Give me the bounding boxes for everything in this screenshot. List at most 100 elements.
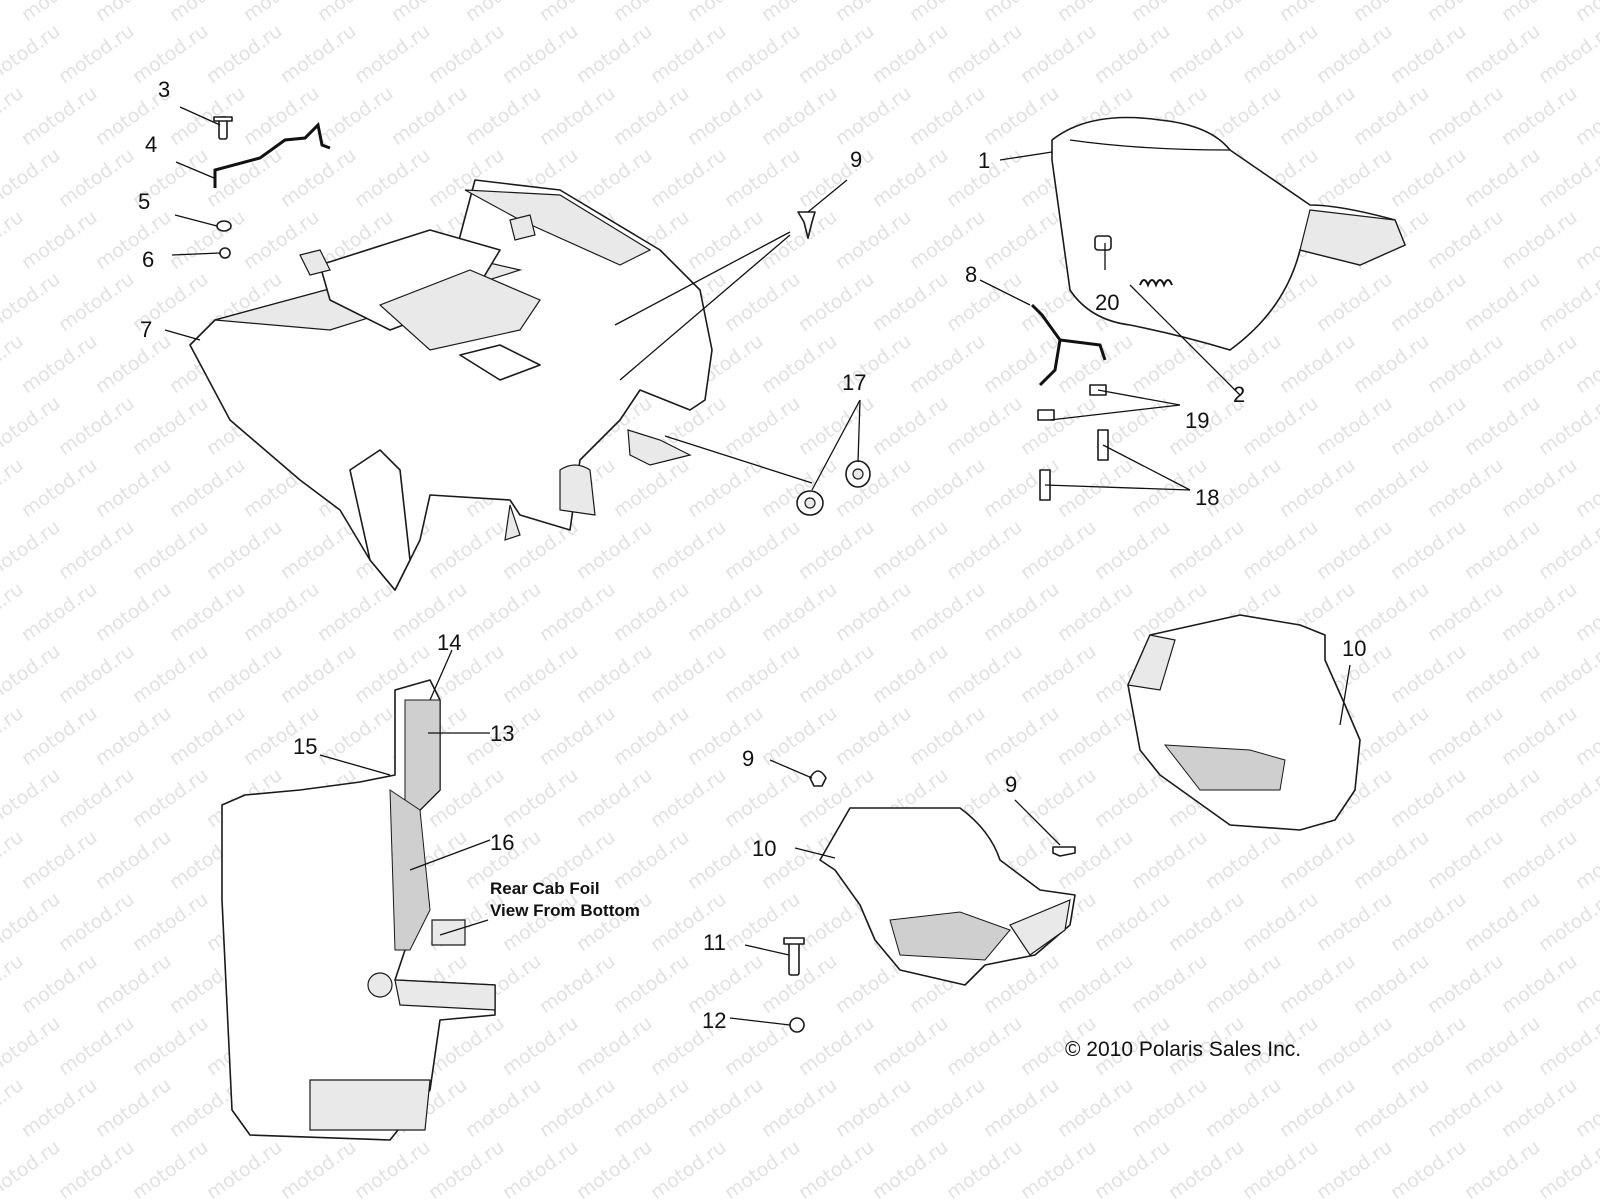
- watermark-text: motod.ru: [942, 20, 1026, 88]
- watermark-text: motod.ru: [1460, 764, 1544, 832]
- callout-10-right: 10: [1342, 636, 1366, 661]
- watermark-text: motod.ru: [831, 1074, 915, 1142]
- callout-13: 13: [490, 721, 514, 746]
- watermark-text: motod.ru: [794, 640, 878, 708]
- watermark-text: motod.ru: [17, 454, 101, 522]
- watermark-text: motod.ru: [1534, 1136, 1600, 1200]
- watermark-text: motod.ru: [572, 144, 656, 212]
- watermark-text: motod.ru: [794, 392, 878, 460]
- callout-9-right: 9: [1005, 772, 1017, 797]
- watermark-text: motod.ru: [1275, 1074, 1359, 1142]
- watermark-text: motod.ru: [905, 454, 989, 522]
- watermark-text: motod.ru: [1423, 578, 1507, 646]
- watermark-text: motod.ru: [1386, 640, 1470, 708]
- watermark-text: motod.ru: [979, 578, 1063, 646]
- watermark-text: motod.ru: [128, 764, 212, 832]
- watermark-text: motod.ru: [91, 330, 175, 398]
- watermark-text: motod.ru: [1349, 702, 1433, 770]
- seat-latch-part: [1030, 303, 1107, 387]
- watermark-text: motod.ru: [683, 0, 767, 26]
- watermark-text: motod.ru: [461, 1074, 545, 1142]
- watermark-text: motod.ru: [1497, 1074, 1581, 1142]
- watermark-text: motod.ru: [572, 20, 656, 88]
- watermark-text: motod.ru: [794, 144, 878, 212]
- watermark-text: motod.ru: [1016, 20, 1100, 88]
- watermark-text: motod.ru: [609, 82, 693, 150]
- watermark-text: motod.ru: [979, 1074, 1063, 1142]
- watermark-text: motod.ru: [128, 888, 212, 956]
- watermark-text: motod.ru: [17, 206, 101, 274]
- washer-part: [216, 220, 232, 232]
- watermark-text: motod.ru: [350, 1136, 434, 1200]
- watermark-text: motod.ru: [1275, 826, 1359, 894]
- watermark-text: motod.ru: [424, 1136, 508, 1200]
- watermark-text: motod.ru: [831, 454, 915, 522]
- watermark-text: motod.ru: [683, 702, 767, 770]
- watermark-text: motod.ru: [1127, 950, 1211, 1018]
- watermark-text: motod.ru: [683, 82, 767, 150]
- watermark-text: motod.ru: [905, 1074, 989, 1142]
- watermark-text: motod.ru: [1497, 206, 1581, 274]
- callout-3: 3: [158, 77, 170, 102]
- watermark-text: motod.ru: [979, 330, 1063, 398]
- watermark-text: motod.ru: [0, 764, 64, 832]
- callout-17: 17: [842, 370, 866, 395]
- watermark-text: motod.ru: [1423, 330, 1507, 398]
- watermark-text: motod.ru: [1460, 268, 1544, 336]
- watermark-text: motod.ru: [683, 578, 767, 646]
- watermark-text: motod.ru: [979, 0, 1063, 26]
- watermark-text: motod.ru: [1497, 330, 1581, 398]
- watermark-text: motod.ru: [276, 640, 360, 708]
- watermark-text: motod.ru: [1349, 0, 1433, 26]
- watermark-text: motod.ru: [868, 1136, 952, 1200]
- watermark-text: motod.ru: [535, 82, 619, 150]
- watermark-text: motod.ru: [1127, 0, 1211, 26]
- watermark-text: motod.ru: [1349, 950, 1433, 1018]
- watermark-text: motod.ru: [17, 826, 101, 894]
- watermark-text: motod.ru: [609, 826, 693, 894]
- watermark-text: motod.ru: [1386, 268, 1470, 336]
- watermark-text: motod.ru: [1127, 1074, 1211, 1142]
- watermark-text: motod.ru: [572, 888, 656, 956]
- watermark-text: motod.ru: [942, 1012, 1026, 1080]
- watermark-text: motod.ru: [942, 1136, 1026, 1200]
- callout-12: 12: [702, 1008, 726, 1033]
- watermark-text: motod.ru: [1534, 268, 1600, 336]
- watermark-text: motod.ru: [1238, 392, 1322, 460]
- watermark-text: motod.ru: [942, 268, 1026, 336]
- watermark-text: motod.ru: [720, 1136, 804, 1200]
- watermark-text: motod.ru: [1460, 888, 1544, 956]
- watermark-text: motod.ru: [313, 702, 397, 770]
- bumper-part: [1094, 235, 1112, 251]
- inset-note-line2: View From Bottom: [490, 901, 640, 920]
- copyright-notice: © 2010 Polaris Sales Inc.: [1065, 1038, 1301, 1061]
- watermark-text: motod.ru: [757, 206, 841, 274]
- watermark-text: motod.ru: [1460, 392, 1544, 460]
- watermark-text: motod.ru: [1312, 516, 1396, 584]
- watermark-text: motod.ru: [128, 640, 212, 708]
- callout-16: 16: [490, 830, 514, 855]
- watermark-text: motod.ru: [1053, 0, 1137, 26]
- watermark-text: motod.ru: [1423, 0, 1507, 26]
- watermark-text: motod.ru: [165, 578, 249, 646]
- watermark-text: motod.ru: [461, 0, 545, 26]
- watermark-text: motod.ru: [54, 1012, 138, 1080]
- watermark-text: motod.ru: [1238, 888, 1322, 956]
- watermark-text: motod.ru: [1349, 1074, 1433, 1142]
- watermark-text: motod.ru: [54, 1136, 138, 1200]
- watermark-text: motod.ru: [1238, 20, 1322, 88]
- watermark-text: motod.ru: [794, 268, 878, 336]
- nut-part: [789, 1017, 805, 1033]
- watermark-text: motod.ru: [91, 950, 175, 1018]
- watermark-text: motod.ru: [0, 20, 64, 88]
- watermark-text: motod.ru: [535, 950, 619, 1018]
- watermark-text: motod.ru: [1312, 144, 1396, 212]
- watermark-text: motod.ru: [942, 516, 1026, 584]
- watermark-text: motod.ru: [757, 454, 841, 522]
- watermark-text: motod.ru: [91, 578, 175, 646]
- watermark-text: motod.ru: [646, 20, 730, 88]
- watermark-text: motod.ru: [1053, 950, 1137, 1018]
- watermark-text: motod.ru: [1349, 82, 1433, 150]
- watermark-text: motod.ru: [1460, 1136, 1544, 1200]
- watermark-text: motod.ru: [276, 144, 360, 212]
